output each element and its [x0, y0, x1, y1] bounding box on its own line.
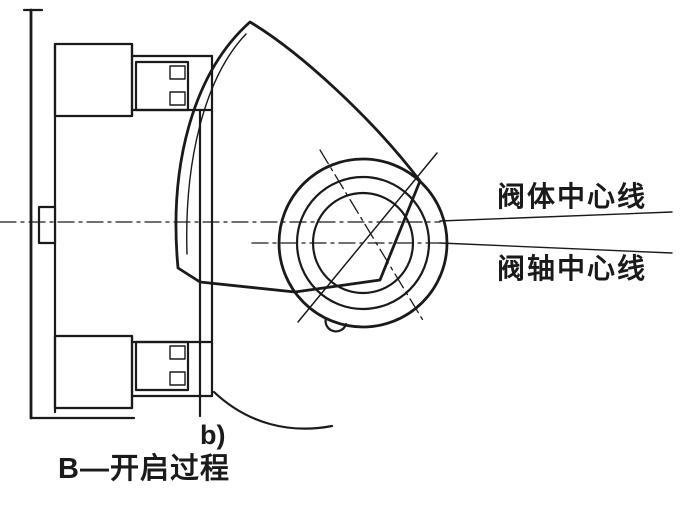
disc-axis-centerline: [319, 149, 425, 323]
disc-rim-inner-line: [186, 33, 247, 255]
bearing-block-bottom: [134, 340, 190, 392]
seat-plane-line: [297, 152, 438, 323]
valve-body-centerline-label: 阀体中心线: [497, 181, 647, 212]
disc-swing-arc: [212, 390, 334, 430]
shaft-hub: [277, 157, 449, 333]
disc-silhouette: [174, 20, 422, 294]
subfigure-label: b): [200, 420, 225, 450]
packing-assembly-top: [53, 42, 214, 118]
body-notch: [37, 205, 57, 245]
centerlines: [0, 211, 673, 254]
valve-shaft-centerline-label: 阀轴中心线: [497, 253, 647, 284]
hub-axis-lines: [297, 149, 438, 323]
captions: b) B—开启过程: [58, 420, 230, 485]
valve-body-section: [22, 8, 136, 420]
stem-housing-plate: [198, 54, 214, 418]
packing-assembly-bottom: [53, 334, 214, 410]
packing-block-top: [53, 42, 134, 118]
seal-ring-top-2: [169, 91, 186, 106]
callout-labels: 阀体中心线 阀轴中心线: [497, 181, 647, 284]
seal-ring-bottom-2: [169, 371, 186, 386]
hub-lug: [324, 316, 348, 333]
figure-caption: B—开启过程: [58, 452, 230, 485]
seal-ring-bottom-1: [169, 345, 186, 360]
seal-ring-top-1: [169, 65, 186, 80]
butterfly-disc: [174, 20, 422, 430]
packing-block-bottom: [53, 334, 134, 410]
shaft-centerline-leader: [439, 242, 673, 254]
body-centerline-leader: [439, 211, 673, 222]
